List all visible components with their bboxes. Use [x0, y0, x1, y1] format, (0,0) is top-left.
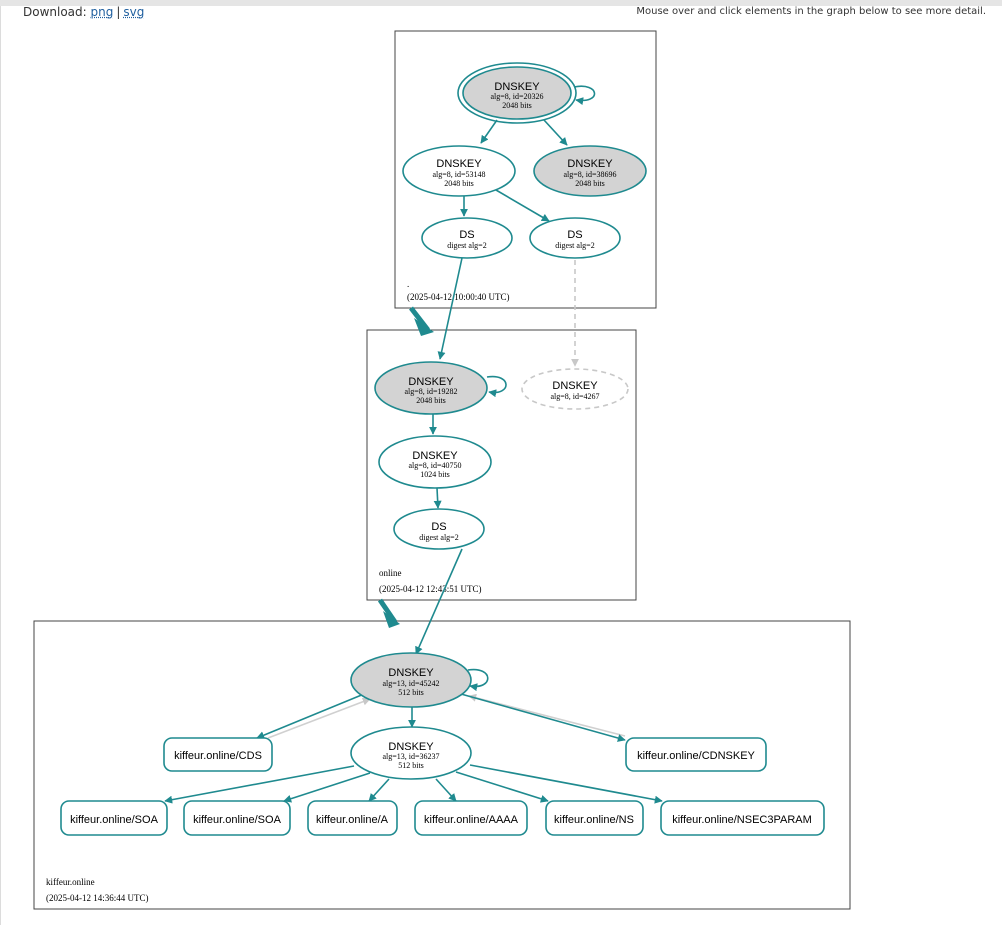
kiff-zsk-line2: 512 bits	[398, 761, 424, 770]
edge-kiff-zsk-soa2	[283, 772, 371, 803]
root-zsk1-line1: alg=8, id=53148	[432, 170, 485, 179]
kiff-ksk-title: DNSKEY	[388, 667, 434, 679]
kiff-ksk-node[interactable]: DNSKEY alg=13, id=45242 512 bits	[350, 652, 472, 708]
edge-root-ds1-online-ksk	[437, 257, 463, 360]
rrset-soa-2[interactable]: kiffeur.online/SOA	[183, 800, 291, 836]
online-missing-dnskey-node[interactable]: DNSKEY alg=8, id=4267	[521, 368, 629, 410]
download-png-link[interactable]: png	[90, 5, 114, 19]
online-ksk-title: DNSKEY	[408, 376, 454, 388]
edge-kiff-zsk-aaaa	[435, 778, 457, 802]
edge-online-zsk-ds	[433, 487, 442, 509]
root-ds2-title: DS	[567, 229, 582, 241]
kiff-zsk-line1: alg=13, id=36237	[382, 752, 439, 761]
root-ksk-node[interactable]: DNSKEY alg=8, id=20326 2048 bits	[457, 62, 577, 124]
download-links: Download: png|svg	[23, 5, 144, 19]
root-ds1-line1: digest alg=2	[447, 241, 486, 250]
edge-cdnskey-kiff-ksk	[468, 693, 626, 737]
rrset-cdnskey-label: kiffeur.online/CDNSKEY	[637, 750, 755, 762]
rrset-soa-2-label: kiffeur.online/SOA	[193, 814, 282, 826]
edge-root-ksk-zsk1	[480, 119, 498, 144]
online-zsk-node[interactable]: DNSKEY alg=8, id=40750 1024 bits	[378, 435, 492, 489]
zone-kiffeur-name: kiffeur.online	[46, 877, 95, 887]
rrset-soa-1[interactable]: kiffeur.online/SOA	[60, 800, 168, 836]
root-ksk-line2: 2048 bits	[502, 101, 532, 110]
root-zsk1-node[interactable]: DNSKEY alg=8, id=53148 2048 bits	[402, 145, 516, 197]
rrset-aaaa[interactable]: kiffeur.online/AAAA	[414, 800, 528, 836]
zone-kiffeur-timestamp: (2025-04-12 14:36:44 UTC)	[46, 893, 149, 903]
online-ds-node[interactable]: DS digest alg=2	[393, 508, 485, 550]
online-zsk-title: DNSKEY	[412, 450, 458, 462]
zone-root: . (2025-04-12 10:00:40 UTC)	[394, 30, 657, 309]
root-zsk1-line2: 2048 bits	[444, 179, 474, 188]
edge-root-ksk-self	[573, 85, 596, 106]
zone-root-timestamp: (2025-04-12 10:00:40 UTC)	[407, 292, 510, 302]
graph-hint: Mouse over and click elements in the gra…	[636, 6, 986, 17]
edge-online-ksk-self	[486, 375, 507, 398]
download-separator: |	[116, 5, 121, 19]
download-label: Download:	[23, 5, 87, 19]
delegation-arrowhead-kiffeur	[383, 611, 400, 628]
edge-online-ds-kiff-ksk	[415, 548, 463, 655]
rrset-a[interactable]: kiffeur.online/A	[307, 800, 398, 836]
rrset-ns[interactable]: kiffeur.online/NS	[545, 800, 644, 836]
online-ds-title: DS	[431, 521, 446, 533]
rrset-cds[interactable]: kiffeur.online/CDS	[163, 737, 273, 772]
rrset-ns-label: kiffeur.online/NS	[554, 814, 634, 826]
root-ksk-line1: alg=8, id=20326	[490, 92, 543, 101]
zone-online-name: online	[379, 568, 402, 578]
zone-kiffeur: kiffeur.online (2025-04-12 14:36:44 UTC)	[33, 620, 851, 910]
online-missing-title: DNSKEY	[552, 380, 598, 392]
online-ds-line1: digest alg=2	[419, 533, 458, 542]
kiff-zsk-title: DNSKEY	[388, 741, 434, 753]
rrset-soa-1-label: kiffeur.online/SOA	[70, 814, 159, 826]
edge-kiff-ksk-cds	[256, 693, 365, 739]
rrset-cdnskey[interactable]: kiffeur.online/CDNSKEY	[625, 737, 767, 772]
delegation-arrowhead-online	[414, 318, 434, 336]
edge-kiff-zsk-soa1	[164, 765, 355, 804]
root-zsk2-line2: 2048 bits	[575, 179, 605, 188]
rrset-a-label: kiffeur.online/A	[316, 814, 389, 826]
download-svg-link[interactable]: svg	[123, 5, 145, 19]
top-bar	[0, 0, 1002, 6]
zone-online: online (2025-04-12 12:43:51 UTC)	[366, 329, 637, 601]
rrset-nsec3param-label: kiffeur.online/NSEC3PARAM	[672, 814, 812, 826]
kiff-zsk-node[interactable]: DNSKEY alg=13, id=36237 512 bits	[350, 726, 472, 780]
root-ds1-node[interactable]: DS digest alg=2	[421, 217, 513, 259]
rrset-cds-label: kiffeur.online/CDS	[174, 750, 262, 762]
root-ds2-node[interactable]: DS digest alg=2	[529, 217, 621, 259]
zone-online-timestamp: (2025-04-12 12:43:51 UTC)	[379, 584, 482, 594]
root-zsk2-node[interactable]: DNSKEY alg=8, id=38696 2048 bits	[533, 145, 647, 197]
online-ksk-line1: alg=8, id=19282	[404, 387, 457, 396]
edge-kiff-ksk-self	[467, 668, 489, 692]
online-zsk-line1: alg=8, id=40750	[408, 461, 461, 470]
edge-kiff-zsk-a	[368, 778, 390, 802]
root-zsk2-title: DNSKEY	[567, 158, 613, 170]
online-ksk-line2: 2048 bits	[416, 396, 446, 405]
online-missing-line1: alg=8, id=4267	[550, 392, 599, 401]
root-ksk-title: DNSKEY	[494, 81, 540, 93]
root-zsk1-title: DNSKEY	[436, 158, 482, 170]
zone-root-name: .	[407, 279, 409, 289]
edge-kiff-zsk-ns	[455, 771, 549, 803]
kiff-ksk-line2: 512 bits	[398, 688, 424, 697]
root-ds1-title: DS	[459, 229, 474, 241]
kiff-ksk-line1: alg=13, id=45242	[382, 679, 439, 688]
left-border	[0, 6, 1, 925]
rrset-aaaa-label: kiffeur.online/AAAA	[424, 814, 519, 826]
online-ksk-node[interactable]: DNSKEY alg=8, id=19282 2048 bits	[374, 361, 488, 415]
edge-kiff-ksk-cdnskey	[460, 693, 626, 742]
edge-cds-kiff-ksk	[267, 697, 371, 739]
edge-kiff-zsk-nsec3param	[469, 764, 663, 804]
root-ds2-line1: digest alg=2	[555, 241, 594, 250]
online-zsk-line2: 1024 bits	[420, 470, 450, 479]
rrset-nsec3param[interactable]: kiffeur.online/NSEC3PARAM	[660, 800, 825, 836]
edge-root-zsk1-ds2	[495, 189, 550, 222]
root-zsk2-line1: alg=8, id=38696	[563, 170, 616, 179]
edge-root-ksk-zsk2	[543, 119, 568, 146]
